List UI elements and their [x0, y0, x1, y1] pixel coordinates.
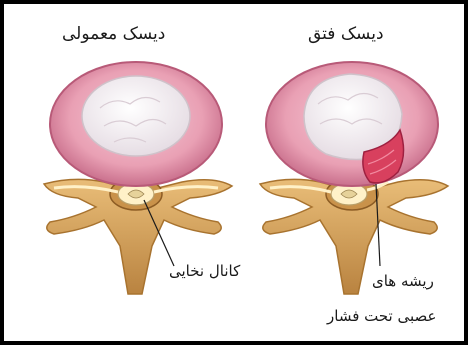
normal-disc — [50, 62, 222, 186]
nerve-root-label-line2: عصبی تحت فشار — [327, 307, 436, 325]
normal-disc-title: دیسک معمولی — [62, 24, 165, 44]
nerve-root-label-line1: ریشه های — [372, 272, 434, 290]
herniated-disc — [266, 62, 438, 186]
spinal-canal-label: کانال نخایی — [169, 262, 240, 280]
normal-disc-group — [44, 62, 232, 294]
herniated-disc-group — [260, 62, 448, 294]
disc-comparison-illustration — [4, 4, 468, 349]
herniated-disc-title: دیسک فتق — [308, 24, 384, 44]
